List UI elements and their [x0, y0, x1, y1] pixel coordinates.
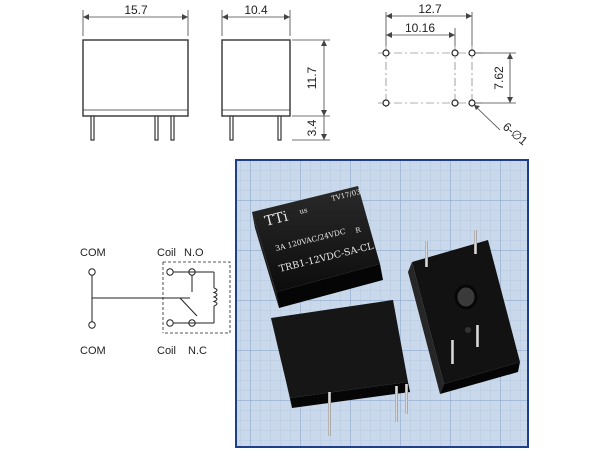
relay-pin: [474, 230, 477, 254]
coil-top-terminal: [166, 268, 174, 276]
relay-pin: [405, 384, 408, 414]
front-pin: [170, 115, 175, 141]
side-view: 10.4 11.7 3.4: [221, 3, 330, 141]
front-body: [82, 39, 189, 117]
side-pin: [277, 115, 282, 141]
relay-pins-up: [408, 230, 520, 394]
relay-r-mark: R: [355, 226, 363, 235]
hole-spec-label: 6-∅1: [500, 120, 531, 149]
relay-schematic: [88, 261, 231, 334]
relay-pin: [395, 386, 398, 422]
com-top-terminal: [88, 268, 96, 276]
relay-pin: [328, 392, 331, 436]
footprint-height-label: 7.62: [492, 66, 506, 90]
relay-bottom: [271, 300, 410, 436]
footprint-hole: [451, 49, 459, 57]
relay-top-marked: TTi us TV17/03 3A 120VAC/24VDC R TRB1-12…: [252, 186, 383, 308]
footprint-hole: [382, 99, 390, 107]
side-body: [221, 39, 291, 117]
relay-cert: us: [299, 206, 309, 216]
com-bottom-terminal: [88, 321, 96, 329]
coil-symbol: [212, 287, 218, 307]
coil-top-label: Coil: [157, 247, 176, 259]
footprint-width-label: 12.7: [418, 2, 442, 16]
relay-pin: [476, 325, 479, 347]
relay-pin: [425, 241, 428, 267]
front-width-label: 15.7: [124, 3, 148, 17]
footprint-hole: [451, 99, 459, 107]
pcb-footprint: 12.7 10.16 7.62 6-∅1: [378, 2, 531, 148]
front-pin: [154, 115, 159, 141]
schematic-labels: COM COM Coil Coil N.O N.C: [80, 247, 207, 357]
coil-bottom-terminal: [166, 319, 174, 327]
footprint-pitch-label: 10.16: [405, 21, 435, 35]
no-label: N.O: [184, 247, 204, 259]
pin-length-label: 3.4: [305, 119, 319, 136]
side-width-label: 10.4: [244, 3, 268, 17]
footprint-hole: [468, 99, 476, 107]
nc-label: N.C: [188, 345, 207, 357]
footprint-hole: [468, 49, 476, 57]
side-pin: [229, 115, 234, 141]
relay-brand: TTi: [263, 209, 290, 230]
com-bottom-label: COM: [80, 345, 106, 357]
front-pin: [90, 115, 95, 141]
front-view: 15.7: [82, 3, 189, 141]
relay-pin: [451, 340, 454, 364]
com-top-label: COM: [80, 247, 106, 259]
photo-border: [235, 159, 529, 448]
footprint-hole: [382, 49, 390, 57]
coil-bottom-label: Coil: [157, 345, 176, 357]
side-height-label: 11.7: [305, 66, 319, 89]
relay-photo: TTi us TV17/03 3A 120VAC/24VDC R TRB1-12…: [235, 159, 529, 448]
